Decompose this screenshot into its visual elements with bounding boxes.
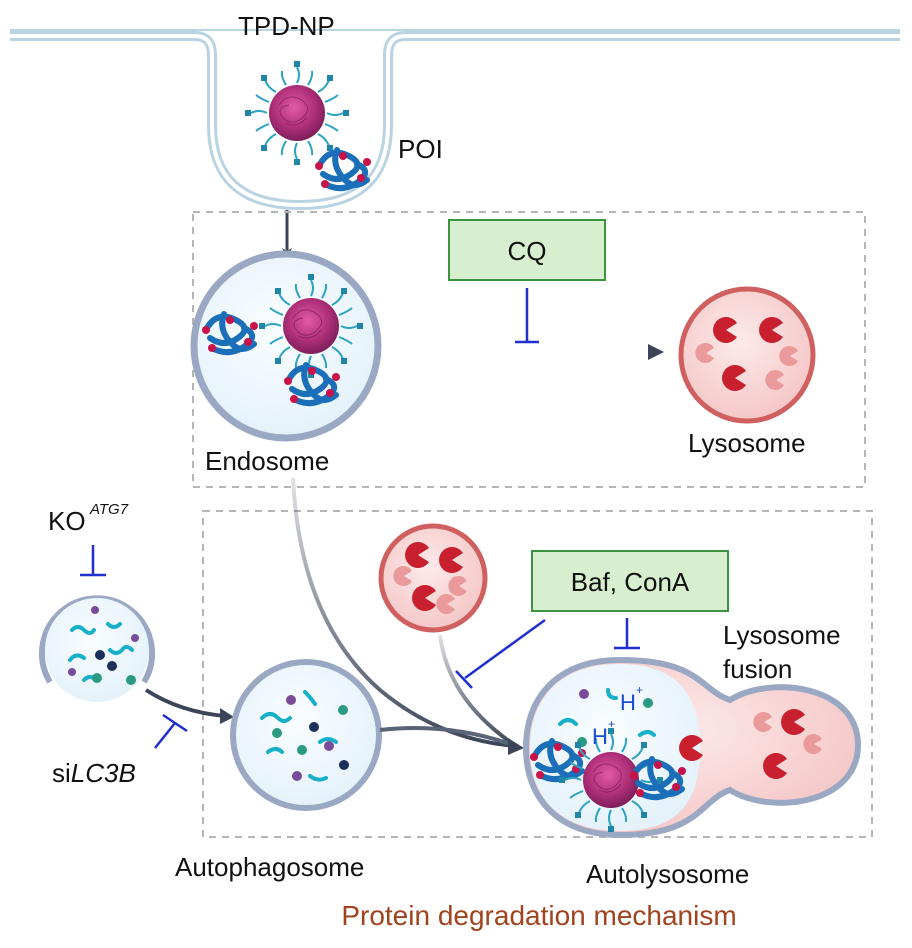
h-plus-ion-label: H: [620, 690, 636, 715]
baf-cona-inhibition-lines: [455, 618, 640, 689]
autolysosome: [522, 656, 862, 839]
autolysosome-label: Autolysosome: [586, 859, 749, 889]
silc3b-inhibition-line: [154, 713, 188, 749]
ko-inhibition-line: [80, 545, 106, 577]
autophagosome-label: Autophagosome: [175, 852, 364, 882]
lysosome-label: Lysosome: [688, 428, 806, 458]
silc3b-label: siLC3B: [52, 758, 136, 788]
lysosome-bottom: [378, 523, 488, 633]
cq-inhibition-line: [515, 288, 539, 344]
arrowhead: [220, 708, 234, 724]
baf-cona-inhibitor-box: [531, 550, 729, 612]
figure-title: Protein degradation mechanism: [341, 900, 736, 931]
tpd-nanoparticle-icon: [244, 60, 350, 166]
ko-gene-label: ATG7: [89, 501, 129, 518]
h-plus-ion-label: H: [592, 724, 608, 749]
arrowhead: [648, 344, 664, 360]
lysosome-fusion-label-line2: fusion: [723, 654, 792, 684]
baf-cona-label: Baf, ConA: [571, 567, 690, 597]
endosome-label: Endosome: [205, 446, 329, 476]
cq-label: CQ: [508, 236, 547, 266]
lysosome-top: [678, 286, 816, 424]
cell-membrane: [10, 29, 900, 211]
arrowhead: [508, 738, 524, 755]
phagophore: [39, 595, 155, 702]
h-plus-ion-charge: +: [636, 683, 643, 697]
lysosome-fusion-label-line1: Lysosome: [723, 620, 841, 650]
endosome: [190, 250, 382, 442]
autophagosome: [230, 659, 382, 811]
autophagy-pathway-panel: [202, 510, 873, 838]
converging-arrows: [291, 477, 518, 748]
cq-inhibitor-box: [448, 219, 606, 281]
poi-label: POI: [398, 134, 443, 164]
tpd-np-label: TPD-NP: [238, 11, 335, 41]
phagophore-to-autophagosome-arrow: [144, 688, 226, 718]
h-plus-ion-charge: +: [608, 717, 615, 731]
ko-label: KO: [48, 506, 86, 536]
poi-protein-icon: [315, 150, 371, 188]
